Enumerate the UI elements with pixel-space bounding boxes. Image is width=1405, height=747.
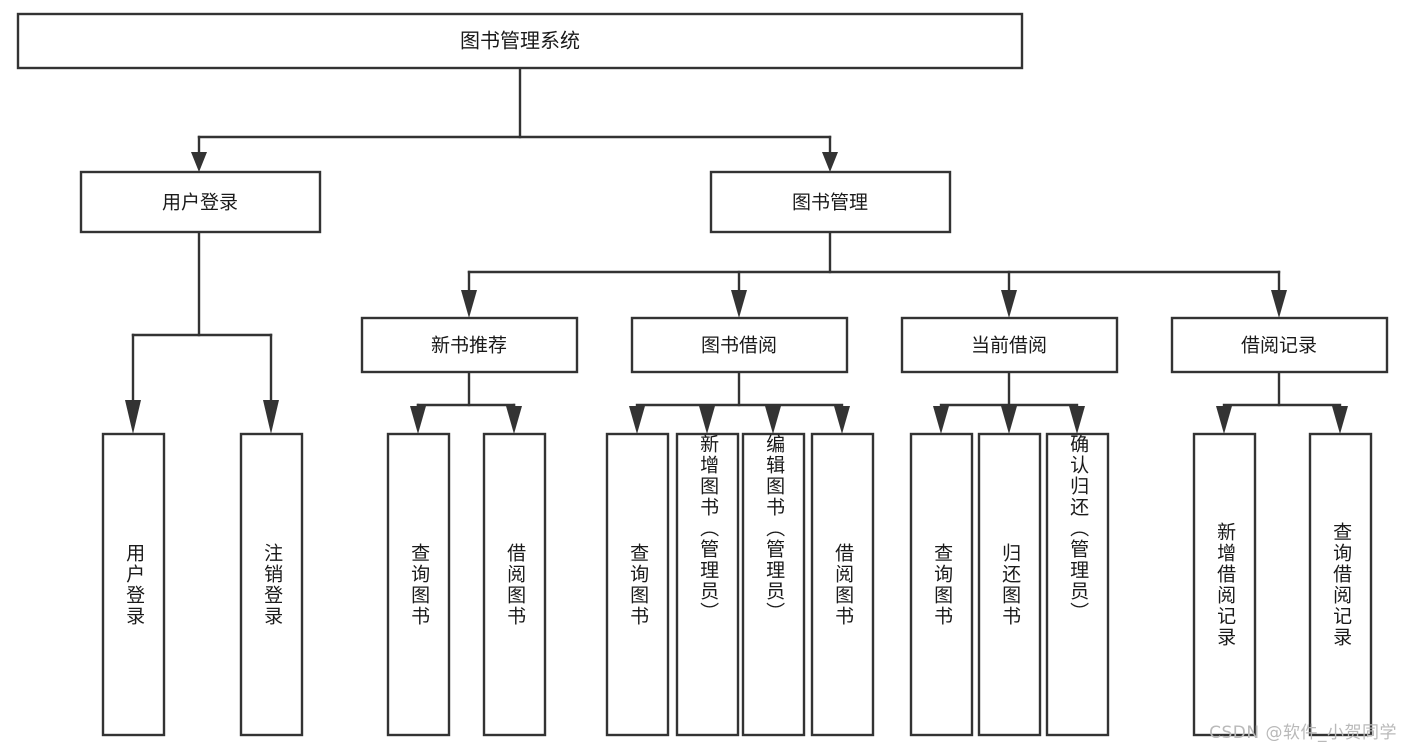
node-book-borrow[interactable]: 图书借阅: [630, 316, 849, 374]
connectors-new-book-recommend-leaves: [410, 370, 522, 434]
arrow-head-leaf-return-book: [1001, 406, 1017, 434]
arrow-head-leaf-user-login: [125, 400, 141, 434]
leaf-boxes-user-login: [101, 432, 304, 737]
leaf-box-add-book[interactable]: [675, 432, 740, 737]
connectors-book-management-branch: [461, 230, 1287, 318]
arrow-head-leaf-add-book: [699, 406, 715, 434]
arrow-head-book-borrow: [731, 290, 747, 318]
node-new-book-recommend[interactable]: 新书推荐: [360, 316, 579, 374]
leaf-box-query-book-3[interactable]: [909, 432, 974, 737]
watermark-text: CSDN @软件_小贺同学: [1209, 723, 1397, 743]
leaf-box-user-logout[interactable]: [239, 432, 304, 737]
node-user-login[interactable]: 用户登录: [79, 170, 322, 234]
user-login-box[interactable]: [79, 170, 322, 234]
arrow-head-leaf-query-record: [1332, 406, 1348, 434]
new-book-recommend-label: 新书推荐: [431, 335, 507, 357]
connectors-borrow-record-leaves: [1216, 370, 1348, 434]
arrow-head-leaf-borrow-book-2: [834, 406, 850, 434]
leaf-box-query-book-2[interactable]: [605, 432, 670, 737]
leaf-boxes-borrow-record: [1192, 432, 1373, 737]
arrow-head-borrow-record: [1271, 290, 1287, 318]
node-root[interactable]: 图书管理系统: [16, 12, 1024, 70]
book-management-label: 图书管理: [792, 192, 868, 214]
user-login-label: 用户登录: [162, 192, 238, 214]
leaf-box-query-book-1[interactable]: [386, 432, 451, 737]
borrow-record-label: 借阅记录: [1241, 335, 1317, 357]
current-borrow-label: 当前借阅: [971, 335, 1047, 357]
connectors-book-borrow-leaves: [629, 370, 850, 434]
borrow-record-box[interactable]: [1170, 316, 1389, 374]
node-borrow-record[interactable]: 借阅记录: [1170, 316, 1389, 374]
new-book-recommend-box[interactable]: [360, 316, 579, 374]
leaf-boxes-new-book-recommend: [386, 432, 547, 737]
book-borrow-box[interactable]: [630, 316, 849, 374]
leaf-boxes-book-borrow: [605, 432, 875, 737]
connectors-root-level: [191, 66, 838, 172]
arrow-head-leaf-query-book-3: [933, 406, 949, 434]
arrow-head-user-login: [191, 152, 207, 172]
arrow-head-leaf-edit-book: [765, 406, 781, 434]
node-current-borrow[interactable]: 当前借阅: [900, 316, 1119, 374]
leaf-box-borrow-book-1[interactable]: [482, 432, 547, 737]
leaf-box-borrow-book-2[interactable]: [810, 432, 875, 737]
arrow-head-leaf-confirm-return: [1069, 406, 1085, 434]
root-label: 图书管理系统: [460, 29, 580, 53]
root-box[interactable]: [16, 12, 1024, 70]
leaf-box-confirm-return[interactable]: [1045, 432, 1110, 737]
arrow-head-leaf-borrow-book-1: [506, 406, 522, 434]
connectors-current-borrow-leaves: [933, 370, 1085, 434]
leaf-box-edit-book[interactable]: [741, 432, 806, 737]
book-borrow-label: 图书借阅: [701, 335, 777, 357]
arrow-head-current-borrow: [1001, 290, 1017, 318]
leaf-box-add-record[interactable]: [1192, 432, 1257, 737]
leaf-box-user-login[interactable]: [101, 432, 166, 737]
leaf-box-return-book[interactable]: [977, 432, 1042, 737]
arrow-head-leaf-query-book-2: [629, 406, 645, 434]
arrow-head-new-book-recommend: [461, 290, 477, 318]
book-management-box[interactable]: [709, 170, 952, 234]
leaf-boxes-current-borrow: [909, 432, 1110, 737]
connectors-user-login-branch: [125, 230, 279, 434]
current-borrow-box[interactable]: [900, 316, 1119, 374]
arrow-head-leaf-query-book-1: [410, 406, 426, 434]
arrow-head-leaf-add-record: [1216, 406, 1232, 434]
node-book-management[interactable]: 图书管理: [709, 170, 952, 234]
arrow-head-book-management: [822, 152, 838, 172]
leaf-box-query-record[interactable]: [1308, 432, 1373, 737]
arrow-head-leaf-user-logout: [263, 400, 279, 434]
